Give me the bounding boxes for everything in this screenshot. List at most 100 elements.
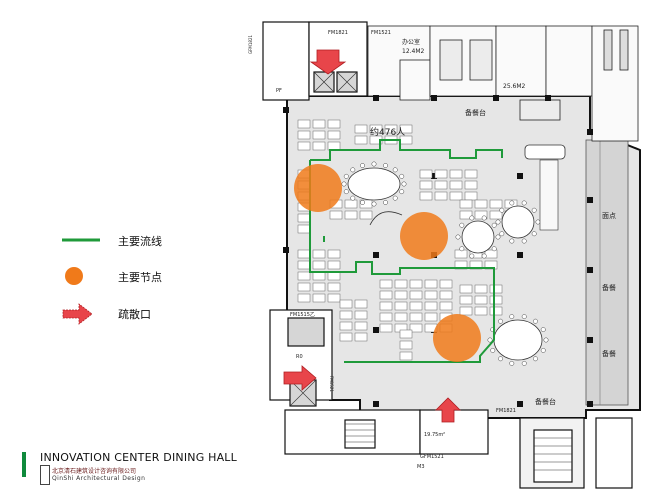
dining-table [419,191,433,201]
structural-column [517,173,523,179]
left-core [269,309,333,407]
dining-table [327,260,341,270]
structural-column [431,173,437,179]
chair [399,189,405,195]
dining-table [327,282,341,292]
legend-node-icon [65,267,83,285]
structural-column [545,95,551,101]
chair [490,347,496,353]
structural-column [517,252,523,258]
exit-arrow-left [283,365,317,391]
dining-table [399,329,413,339]
dining-table [399,124,413,134]
structural-column [493,95,499,101]
structural-column [373,252,379,258]
chair [543,337,549,343]
dining-table [339,332,353,342]
chair [481,253,487,259]
dining-table [399,351,413,361]
dining-table [409,312,423,322]
dining-table [297,282,311,292]
chair [469,253,475,259]
dining-table [489,210,503,220]
chair [341,181,347,187]
dining-table [327,141,341,151]
dining-table [359,210,373,220]
dining-table [327,130,341,140]
dining-table [449,169,463,179]
door-label-fm1821-a: FM1821 [328,30,348,36]
dining-table [344,199,358,209]
structural-column [587,129,593,135]
dining-table [459,199,473,209]
structural-column [587,197,593,203]
dining-table [312,119,326,129]
dining-table [297,141,311,151]
counter-bottom-label: 备餐台 [535,397,556,406]
dining-table [327,271,341,281]
structural-column [373,327,379,333]
chair [392,167,398,173]
dining-table [484,249,498,259]
chair [533,356,538,362]
chair [498,356,503,362]
chair [498,318,503,324]
structural-column [283,107,289,113]
chair [392,195,398,201]
round-table-chairs [341,161,549,366]
dining-table [297,260,311,270]
chair [481,215,487,221]
dining-table [384,124,398,134]
chair [540,347,546,353]
title-main: INNOVATION CENTER DINING HALL [40,451,237,464]
legend-node-label: 主要节点 [118,271,162,284]
dining-table [369,124,383,134]
dining-table [454,249,468,259]
chair [531,207,537,213]
chair [459,222,465,228]
legend-flow-label: 主要流线 [118,235,162,248]
chair [469,215,475,221]
structural-column [373,401,379,407]
round-tables [347,167,543,361]
chair [383,163,388,168]
dining-table [354,124,368,134]
dining-table [344,210,358,220]
chair [509,238,515,244]
dining-table [419,169,433,179]
dining-table [489,295,503,305]
chair [360,163,365,168]
chair [531,231,537,237]
dining-table [464,169,478,179]
dining-table [434,180,448,190]
chair [521,238,527,244]
dining-table [379,290,393,300]
dining-table [464,180,478,190]
dining-table [354,310,368,320]
title-firm-cn: 北京清石建筑设计咨询有限公司 [52,468,137,475]
dining-table [297,224,311,234]
dining-table [424,301,438,311]
chair [535,219,541,225]
dining-table [459,210,473,220]
dining-table [424,279,438,289]
structural-column [587,267,593,273]
chair [343,189,349,195]
dining-table [327,249,341,259]
chair [401,181,407,187]
dining-table [474,210,488,220]
chair [343,173,349,179]
door-label-pf: PF [276,88,282,94]
door-label-r0: R0 [296,354,303,360]
dining-table [439,279,453,289]
title-firm-en: QinShi Architectural Design [52,475,146,482]
chair [350,195,356,201]
dining-table [312,260,326,270]
chair [491,246,497,252]
main-flow-line-west [309,160,495,363]
office-area-label: 12.4M2 [402,48,425,55]
chair [509,200,515,206]
door-label-fm1821-b: FM1821 [496,408,516,414]
capacity-label: 约476人 [370,126,405,138]
